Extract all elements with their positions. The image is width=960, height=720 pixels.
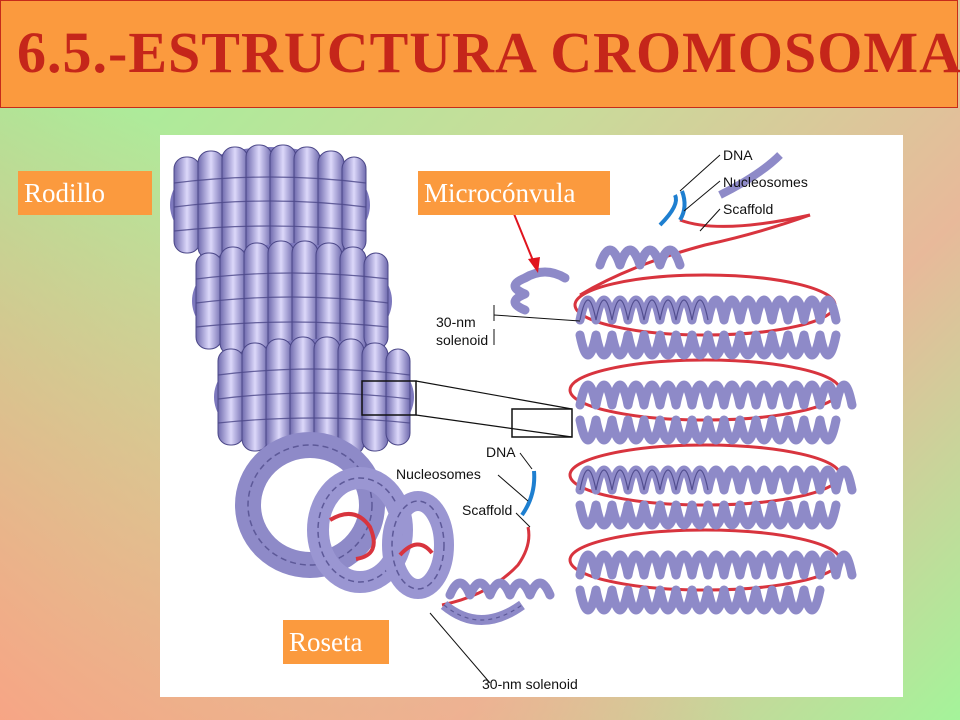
callout-nucleosomes-top: Nucleosomes <box>723 174 808 190</box>
slide-title: 6.5.-ESTRUCTURA CROMOSOMA <box>17 20 960 85</box>
solenoid-bottom-label: 30-nm solenoid <box>482 676 578 692</box>
chromosome-illustration: DNA Nucleosomes Scaffold 30-nm solenoid … <box>170 144 857 692</box>
callout-scaffold-top: Scaffold <box>723 201 773 217</box>
label-rodillo: Rodillo <box>18 171 152 215</box>
chromosome-figure: DNA Nucleosomes Scaffold 30-nm solenoid … <box>160 135 903 697</box>
label-microconvula: Microcónvula <box>418 171 610 215</box>
solenoid-left-line2: solenoid <box>436 332 488 348</box>
callout-dna-top: DNA <box>723 147 753 163</box>
label-roseta: Roseta <box>283 620 389 664</box>
roseta-coil <box>235 432 537 625</box>
callout-scaffold-bottom: Scaffold <box>462 502 512 518</box>
microconvula-helix <box>445 152 857 615</box>
solenoid-left-line1: 30-nm <box>436 314 476 330</box>
title-bar: 6.5.-ESTRUCTURA CROMOSOMA <box>0 0 960 108</box>
rodillo-stack <box>170 144 573 458</box>
callout-nucleosomes-bottom: Nucleosomes <box>396 466 481 482</box>
callout-lines <box>429 154 721 684</box>
callout-dna-bottom: DNA <box>486 444 516 460</box>
microconvula-arrow <box>511 208 540 273</box>
